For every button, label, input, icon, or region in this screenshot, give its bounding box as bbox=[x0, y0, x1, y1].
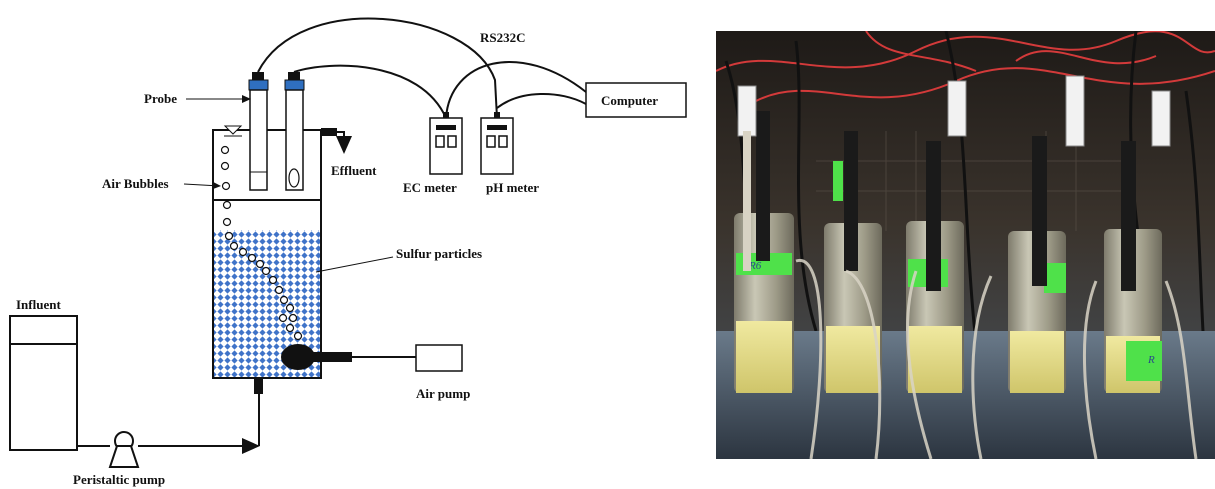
rs232c-label: RS232C bbox=[480, 30, 526, 45]
effluent-label: Effluent bbox=[331, 163, 377, 178]
tube-5-label: R bbox=[1147, 354, 1155, 366]
probe-2 bbox=[284, 72, 305, 191]
peristaltic-pump bbox=[108, 431, 140, 468]
reactor-tube-4 bbox=[1008, 75, 1085, 393]
cable-probe2-to-ec bbox=[293, 64, 447, 119]
air-bubbles bbox=[220, 145, 303, 341]
reactor-schematic: Computer RS232C EC meter pH meter Efflue… bbox=[9, 17, 687, 487]
ec-meter bbox=[429, 112, 463, 175]
air-bubbles-label: Air Bubbles bbox=[102, 176, 169, 191]
tubing bbox=[795, 259, 1198, 459]
computer-label: Computer bbox=[601, 93, 658, 108]
ec-meter-label: EC meter bbox=[403, 180, 457, 195]
ph-meter bbox=[480, 112, 514, 175]
influent-tank bbox=[9, 315, 78, 451]
computer-box bbox=[585, 82, 687, 118]
reactor-tube-1: R6 bbox=[734, 85, 794, 393]
probe-label: Probe bbox=[144, 91, 177, 106]
influent-label: Influent bbox=[16, 297, 61, 312]
cable-ec-to-computer bbox=[445, 60, 587, 119]
water-level-marker bbox=[223, 125, 243, 135]
air-diffuser bbox=[281, 344, 315, 370]
probe-1 bbox=[248, 72, 269, 191]
reactor-photo: R6 R bbox=[716, 31, 1215, 459]
air-bubbles-pointer bbox=[183, 181, 221, 190]
sulfur-pointer bbox=[315, 256, 394, 273]
inlet-port bbox=[254, 378, 263, 394]
reactor-tube-3 bbox=[906, 80, 967, 393]
effluent-arrow bbox=[321, 131, 352, 154]
reactor-tube-2 bbox=[824, 131, 882, 393]
ph-meter-label: pH meter bbox=[486, 180, 539, 195]
air-pump bbox=[415, 344, 463, 372]
tube-1-label: R6 bbox=[748, 260, 762, 272]
cable-probe1-to-ph bbox=[257, 17, 498, 119]
air-pump-label: Air pump bbox=[416, 386, 470, 401]
cable-ph-to-computer bbox=[496, 93, 587, 109]
sulfur-particles-label: Sulfur particles bbox=[396, 246, 482, 261]
reactor-tube-5: R bbox=[1104, 90, 1171, 393]
peristaltic-pump-label: Peristaltic pump bbox=[73, 472, 165, 487]
